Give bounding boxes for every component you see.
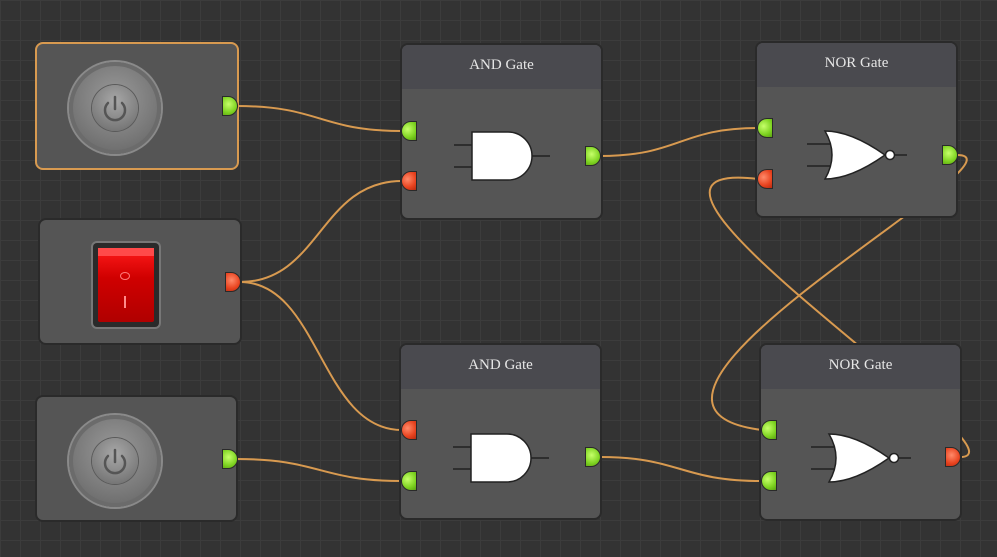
and-gate-icon <box>454 131 550 181</box>
output-port-and-top[interactable] <box>585 146 601 166</box>
node-title: AND Gate <box>401 345 600 389</box>
wire-switch-to-and-top[interactable] <box>239 180 403 283</box>
wire-switch-to-and-bottom[interactable] <box>239 281 403 431</box>
output-port-switch[interactable] <box>225 272 241 292</box>
output-port-button-bottom[interactable] <box>222 449 238 469</box>
power-button-node-bottom[interactable] <box>35 395 238 522</box>
nor-gate-node-bottom[interactable]: NOR Gate <box>759 343 962 521</box>
input-port-and-top-2[interactable] <box>401 171 417 191</box>
node-title: NOR Gate <box>761 345 960 389</box>
rocker-on-mark <box>124 296 126 308</box>
input-port-and-top-1[interactable] <box>401 121 417 141</box>
rocker-off-mark <box>120 272 130 280</box>
output-port-nor-bottom[interactable] <box>945 447 961 467</box>
and-gate-node-bottom[interactable]: AND Gate <box>399 343 602 520</box>
wire-nor-top-to-nor-bottom[interactable] <box>710 154 968 431</box>
power-button-node-top[interactable] <box>35 42 239 170</box>
node-title: NOR Gate <box>757 43 956 87</box>
input-port-nor-bottom-2[interactable] <box>761 471 777 491</box>
wire-button-top-to-and-top[interactable] <box>236 105 403 132</box>
power-button-top[interactable] <box>69 62 161 154</box>
input-port-nor-top-1[interactable] <box>757 118 773 138</box>
wire-and-top-to-nor-top[interactable] <box>599 127 759 157</box>
nor-gate-node-top[interactable]: NOR Gate <box>755 41 958 218</box>
rocker-switch-icon[interactable] <box>93 243 159 327</box>
rocker-switch-node[interactable] <box>38 218 242 345</box>
input-port-and-bottom-2[interactable] <box>401 471 417 491</box>
wire-button-bottom-to-and-bottom[interactable] <box>236 458 403 482</box>
and-gate-icon <box>453 433 549 483</box>
power-icon <box>92 85 138 131</box>
input-port-nor-top-2[interactable] <box>757 169 773 189</box>
input-port-nor-bottom-1[interactable] <box>761 420 777 440</box>
nor-gate-icon <box>811 433 911 483</box>
node-title: AND Gate <box>402 45 601 89</box>
power-button-bottom[interactable] <box>69 415 161 507</box>
and-gate-node-top[interactable]: AND Gate <box>400 43 603 220</box>
output-port-nor-top[interactable] <box>942 145 958 165</box>
input-port-and-bottom-1[interactable] <box>401 420 417 440</box>
nor-gate-icon <box>807 130 907 180</box>
output-port-and-bottom[interactable] <box>585 447 601 467</box>
wire-nor-bottom-to-nor-top[interactable] <box>708 176 970 458</box>
power-icon <box>92 438 138 484</box>
output-port-button-top[interactable] <box>222 96 238 116</box>
wire-and-bottom-to-nor-bottom[interactable] <box>599 456 763 482</box>
